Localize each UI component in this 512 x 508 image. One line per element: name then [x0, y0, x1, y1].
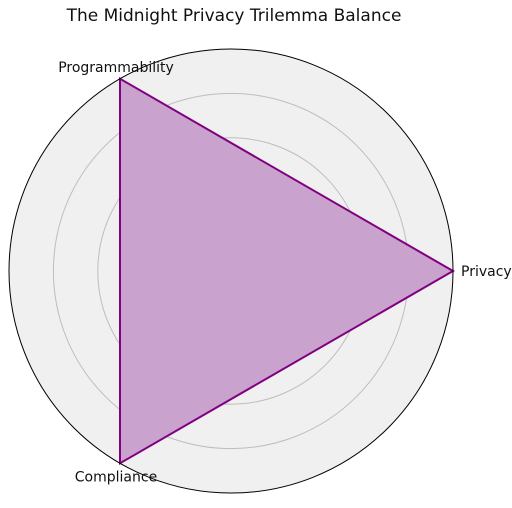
- axis-label-programmability: Programmability: [58, 60, 174, 76]
- axis-label-privacy: Privacy: [461, 264, 512, 280]
- plot-outline: [8, 48, 454, 494]
- chart-title: The Midnight Privacy Trilemma Balance: [66, 6, 402, 26]
- series-area: [119, 77, 455, 465]
- axis-label-compliance: Compliance: [75, 469, 157, 485]
